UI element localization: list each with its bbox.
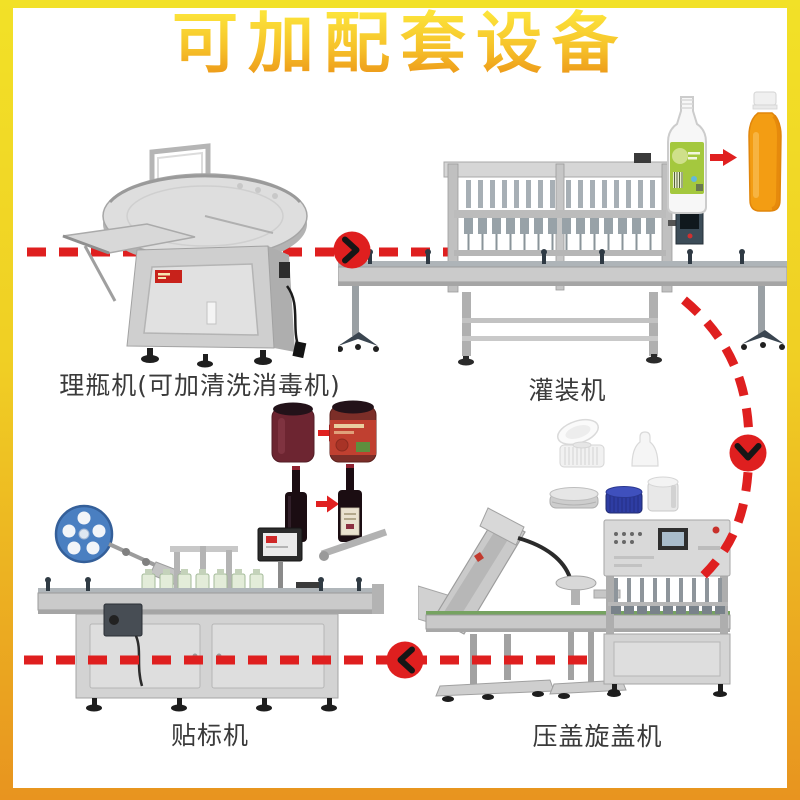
aluminum-cap [549, 487, 599, 509]
white-canister-cap [647, 476, 679, 512]
unlabeled-sauce-jar [271, 402, 315, 463]
switch-box [279, 262, 290, 278]
capping-machine-illustration [418, 507, 731, 702]
filling-heads [464, 218, 655, 234]
cone-cap [631, 431, 659, 467]
caps-example [549, 418, 679, 514]
filling-example-bottles [667, 91, 782, 214]
cabinet [126, 245, 307, 359]
red-arrow-icon [316, 495, 339, 513]
filling-machine-illustration [338, 153, 787, 366]
rail-clamps [45, 577, 362, 591]
conveyor-stand-right [741, 286, 785, 350]
arrow-down-circle-icon [729, 434, 767, 472]
emergency-stop-button [712, 526, 720, 534]
conveyor [338, 261, 787, 286]
machine-feet [86, 698, 337, 712]
poster-title: 可加配套设备 [0, 6, 800, 82]
conveyor [37, 588, 381, 614]
arrow-right-circle-icon [333, 231, 371, 269]
cap-sorter-bowl [555, 575, 597, 591]
capping-spindles [614, 578, 722, 606]
red-arrow-icon [710, 149, 737, 166]
filled-orange-juice-bottle [748, 91, 782, 212]
filling-nozzles [467, 234, 652, 254]
arrow-left-circle-icon [386, 641, 424, 679]
flip-top-cap [556, 418, 605, 468]
labeling-machine-illustration [37, 504, 388, 712]
empty-clear-bottle [667, 96, 707, 214]
labeled-wine-bottle [338, 464, 362, 542]
bottle-unscrambler-illustration [62, 143, 308, 368]
touch-screen-monitor [257, 527, 303, 594]
labeling-example-products [271, 400, 377, 542]
blue-screw-cap [605, 486, 643, 514]
red-brand-sticker [155, 270, 182, 283]
label-reel [54, 504, 114, 564]
cylinder-rods [466, 180, 655, 208]
conveyor [425, 611, 731, 632]
labeled-sauce-jar [329, 400, 377, 463]
label-bottle-unscrambler: 理瓶机(可加清洗消毒机) [59, 371, 341, 400]
label-filling-machine: 灌装机 [528, 376, 607, 405]
conveyor-stand-left [338, 286, 379, 352]
capping-unit [603, 519, 731, 697]
handle-frame [149, 143, 211, 206]
label-labeling-machine: 贴标机 [170, 721, 249, 750]
machine-feet [141, 348, 272, 368]
label-capping-machine: 压盖旋盖机 [532, 722, 663, 751]
